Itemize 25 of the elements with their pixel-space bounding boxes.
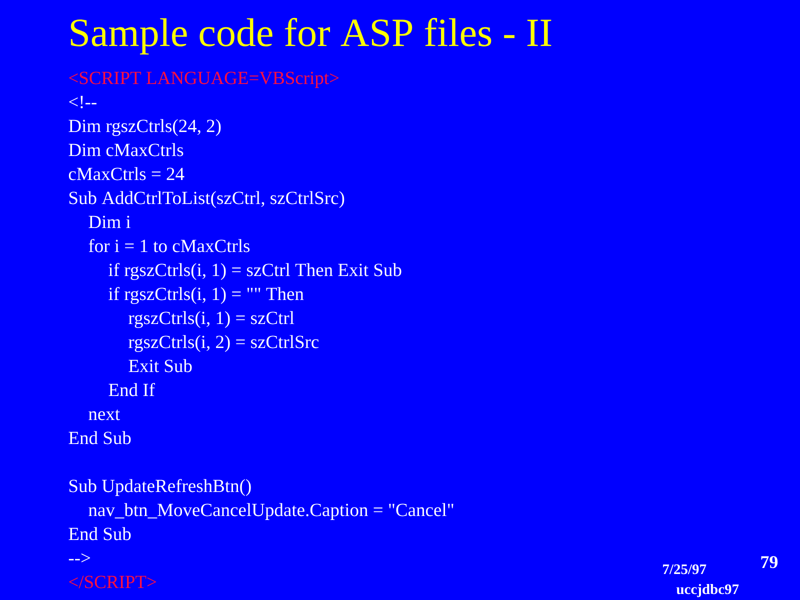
code-line: next	[88, 410, 120, 420]
code-line: End Sub	[68, 527, 131, 540]
code-line: rgszCtrls(i, 2) = szCtrlSrc	[128, 335, 319, 352]
code-line: </SCRIPT>	[69, 576, 156, 588]
code-line: <!--	[69, 96, 96, 108]
code-line: Dim cMaxCtrls	[68, 143, 184, 156]
footer-text: uccjdbc97	[676, 584, 739, 598]
code-line: Sub AddCtrlToList(szCtrl, szCtrlSrc)	[69, 191, 344, 208]
code-line: Exit Sub	[128, 359, 192, 372]
code-line: End If	[108, 382, 155, 396]
code-line: Dim rgszCtrls(24, 2)	[68, 119, 221, 136]
page-number: 79	[761, 556, 778, 568]
code-line: -->	[68, 553, 90, 562]
code-line: <SCRIPT LANGUAGE=VBScript>	[69, 72, 339, 88]
date-text: 7/25/97	[663, 564, 706, 574]
code-line: nav_btn_MoveCancelUpdate.Caption = "Cancel"	[88, 503, 454, 520]
code-line: Dim i	[88, 216, 130, 228]
code-line: End Sub	[68, 431, 131, 444]
code-line: cMaxCtrls = 24	[68, 167, 184, 180]
code-line: rgszCtrls(i, 1) = szCtrl	[128, 311, 294, 328]
code-line: Sub UpdateRefreshBtn()	[69, 478, 251, 496]
slide-title: Sample code for ASP files - II	[70, 18, 552, 55]
code-line: if rgszCtrls(i, 1) = szCtrl Then Exit Sub	[108, 262, 402, 280]
code-line: for i = 1 to cMaxCtrls	[88, 238, 250, 252]
code-line: if rgszCtrls(i, 1) = "" Then	[108, 286, 304, 304]
